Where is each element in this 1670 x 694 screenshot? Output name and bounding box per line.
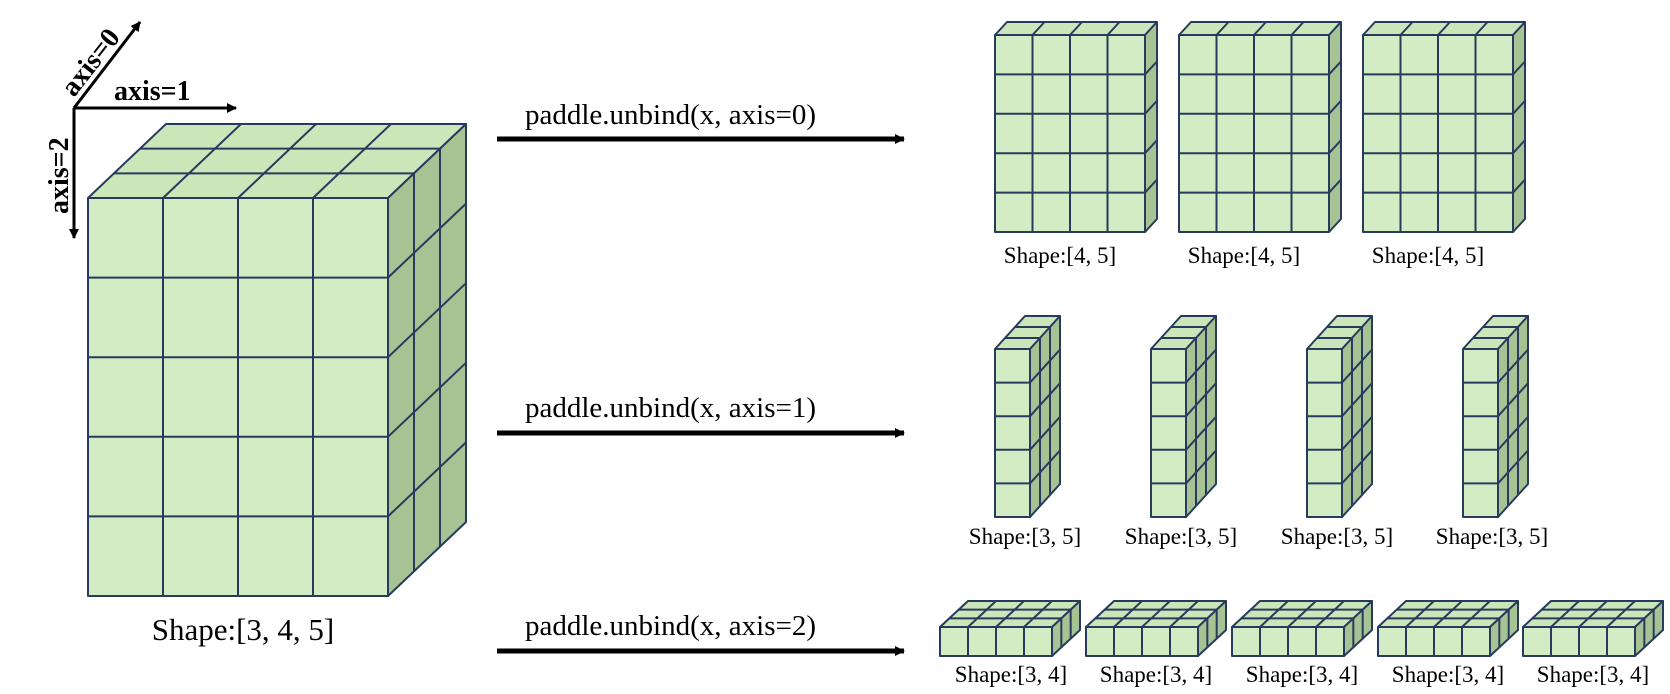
op-axis1-output-label: Shape:[3, 5] xyxy=(1125,524,1237,549)
op-axis1-results xyxy=(994,315,1529,518)
op-axis2-output-label: Shape:[3, 4] xyxy=(955,662,1067,687)
grid-line xyxy=(1497,416,1529,451)
grid-line xyxy=(162,123,242,199)
grid-line xyxy=(1144,139,1158,154)
grid-line xyxy=(1029,348,1061,384)
grid-line xyxy=(1550,600,1580,628)
grid-line xyxy=(1315,600,1345,628)
op-axis1-call: paddle.unbind(x, axis=1) xyxy=(525,392,816,424)
source-tensor xyxy=(87,123,467,597)
op-axis2-results xyxy=(939,600,1664,657)
op-axis0-results xyxy=(994,21,1526,233)
grid-line xyxy=(1185,382,1217,417)
grid-line xyxy=(1328,139,1342,154)
op-axis1: paddle.unbind(x, axis=1) Shape:[3, 5] Sh… xyxy=(497,315,1548,549)
op-axis0-output-label: Shape:[4, 5] xyxy=(1372,243,1484,268)
block-side-face xyxy=(387,123,467,597)
op-axis2-output-label: Shape:[3, 4] xyxy=(1246,662,1358,687)
grid-line xyxy=(1185,348,1217,384)
grid-line xyxy=(1405,600,1435,628)
grid-line xyxy=(1287,600,1317,628)
op-axis2-output-label: Shape:[3, 4] xyxy=(1100,662,1212,687)
block-side-face xyxy=(1185,315,1217,518)
grid-line xyxy=(1144,100,1158,115)
grid-line xyxy=(995,600,1025,628)
grid-line xyxy=(1341,416,1373,451)
grid-line xyxy=(237,123,317,199)
block-side-face xyxy=(1512,21,1526,233)
grid-line xyxy=(1497,348,1529,384)
block-side-face xyxy=(1497,315,1529,518)
op-axis0: paddle.unbind(x, axis=0) Shape:[4, 5] Sh… xyxy=(497,21,1526,268)
grid-line xyxy=(1512,178,1526,194)
grid-line xyxy=(1023,600,1053,628)
op-axis1-output-label: Shape:[3, 5] xyxy=(969,524,1081,549)
grid-line xyxy=(1328,178,1342,194)
block-front-face xyxy=(1462,348,1499,518)
grid-line xyxy=(1606,600,1636,628)
op-axis2: paddle.unbind(x, axis=2) Shape:[3, 4] Sh… xyxy=(497,600,1664,687)
grid-line xyxy=(1512,139,1526,154)
op-axis2-output-label: Shape:[3, 4] xyxy=(1537,662,1649,687)
grid-line xyxy=(1253,21,1267,36)
grid-line xyxy=(1512,60,1526,76)
op-axis1-output-label: Shape:[3, 5] xyxy=(1436,524,1548,549)
grid-line xyxy=(387,441,467,518)
grid-line xyxy=(1031,21,1046,36)
axis0-arrow xyxy=(72,21,142,109)
block-front-face xyxy=(1150,348,1187,518)
grid-line xyxy=(1169,600,1199,628)
op-axis0-output-label: Shape:[4, 5] xyxy=(1004,243,1116,268)
op-axis0-call: paddle.unbind(x, axis=0) xyxy=(525,99,816,131)
grid-line xyxy=(1512,100,1526,115)
grid-line xyxy=(1437,21,1451,36)
grid-line xyxy=(1341,382,1373,417)
grid-line xyxy=(1029,449,1061,485)
op-axis1-output-label: Shape:[3, 5] xyxy=(1281,524,1393,549)
grid-line xyxy=(1069,21,1083,36)
grid-line xyxy=(1185,449,1217,485)
grid-line xyxy=(1341,449,1373,485)
grid-line xyxy=(1029,382,1061,417)
block-front-face xyxy=(994,348,1031,518)
grid-line xyxy=(387,362,467,438)
grid-line xyxy=(1399,21,1414,36)
grid-line xyxy=(1215,21,1230,36)
grid-line xyxy=(1113,600,1143,628)
block-side-face xyxy=(1144,21,1158,233)
grid-line xyxy=(1461,600,1491,628)
axis1-label: axis=1 xyxy=(114,76,191,107)
grid-line xyxy=(967,600,997,628)
grid-line xyxy=(1185,416,1217,451)
grid-line xyxy=(1474,21,1489,36)
source-shape-label: Shape:[3, 4, 5] xyxy=(152,612,335,647)
grid-line xyxy=(1497,382,1529,417)
grid-line xyxy=(1029,416,1061,451)
op-axis2-call: paddle.unbind(x, axis=2) xyxy=(525,610,816,642)
grid-line xyxy=(1328,60,1342,76)
grid-line xyxy=(1144,60,1158,76)
grid-line xyxy=(1144,178,1158,194)
block-front-face xyxy=(1306,348,1343,518)
block-side-face xyxy=(1029,315,1061,518)
grid-line xyxy=(1259,600,1289,628)
grid-line xyxy=(387,202,467,279)
block-side-face xyxy=(1328,21,1342,233)
grid-line xyxy=(1106,21,1121,36)
grid-line xyxy=(1433,600,1463,628)
grid-line xyxy=(1341,348,1373,384)
axis2-label: axis=2 xyxy=(44,137,75,214)
grid-line xyxy=(312,123,392,199)
op-axis0-output-label: Shape:[4, 5] xyxy=(1188,243,1300,268)
op-axis2-output-label: Shape:[3, 4] xyxy=(1392,662,1504,687)
block-side-face xyxy=(1341,315,1373,518)
grid-line xyxy=(1497,449,1529,485)
grid-line xyxy=(387,282,467,358)
grid-line xyxy=(1578,600,1608,628)
grid-line xyxy=(1328,100,1342,115)
grid-line xyxy=(1290,21,1305,36)
grid-line xyxy=(1141,600,1171,628)
